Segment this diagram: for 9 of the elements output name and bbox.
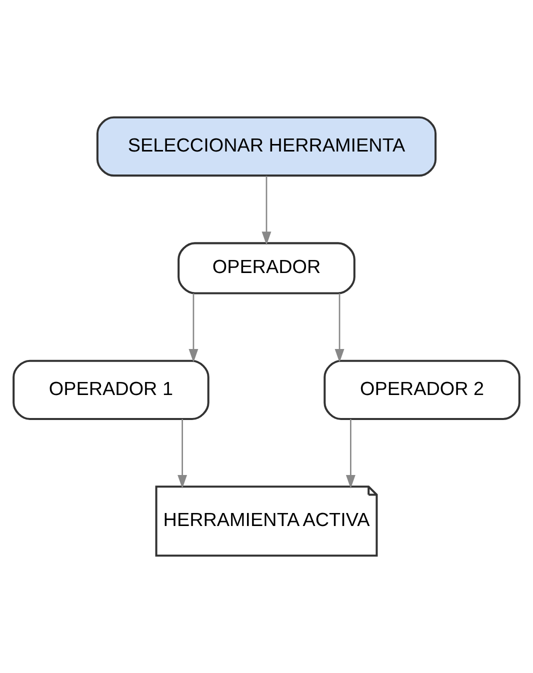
node-box: OPERADOR (178, 242, 356, 294)
arrow (188, 293, 198, 362)
arrow (334, 293, 344, 362)
node-box: OPERADOR 1 (12, 360, 210, 420)
arrow (346, 419, 356, 489)
node-box: SELECCIONAR HERRAMIENTA (96, 116, 437, 177)
arrow (178, 419, 188, 489)
node-box: OPERADOR 2 (324, 360, 520, 420)
arrow (262, 176, 272, 246)
